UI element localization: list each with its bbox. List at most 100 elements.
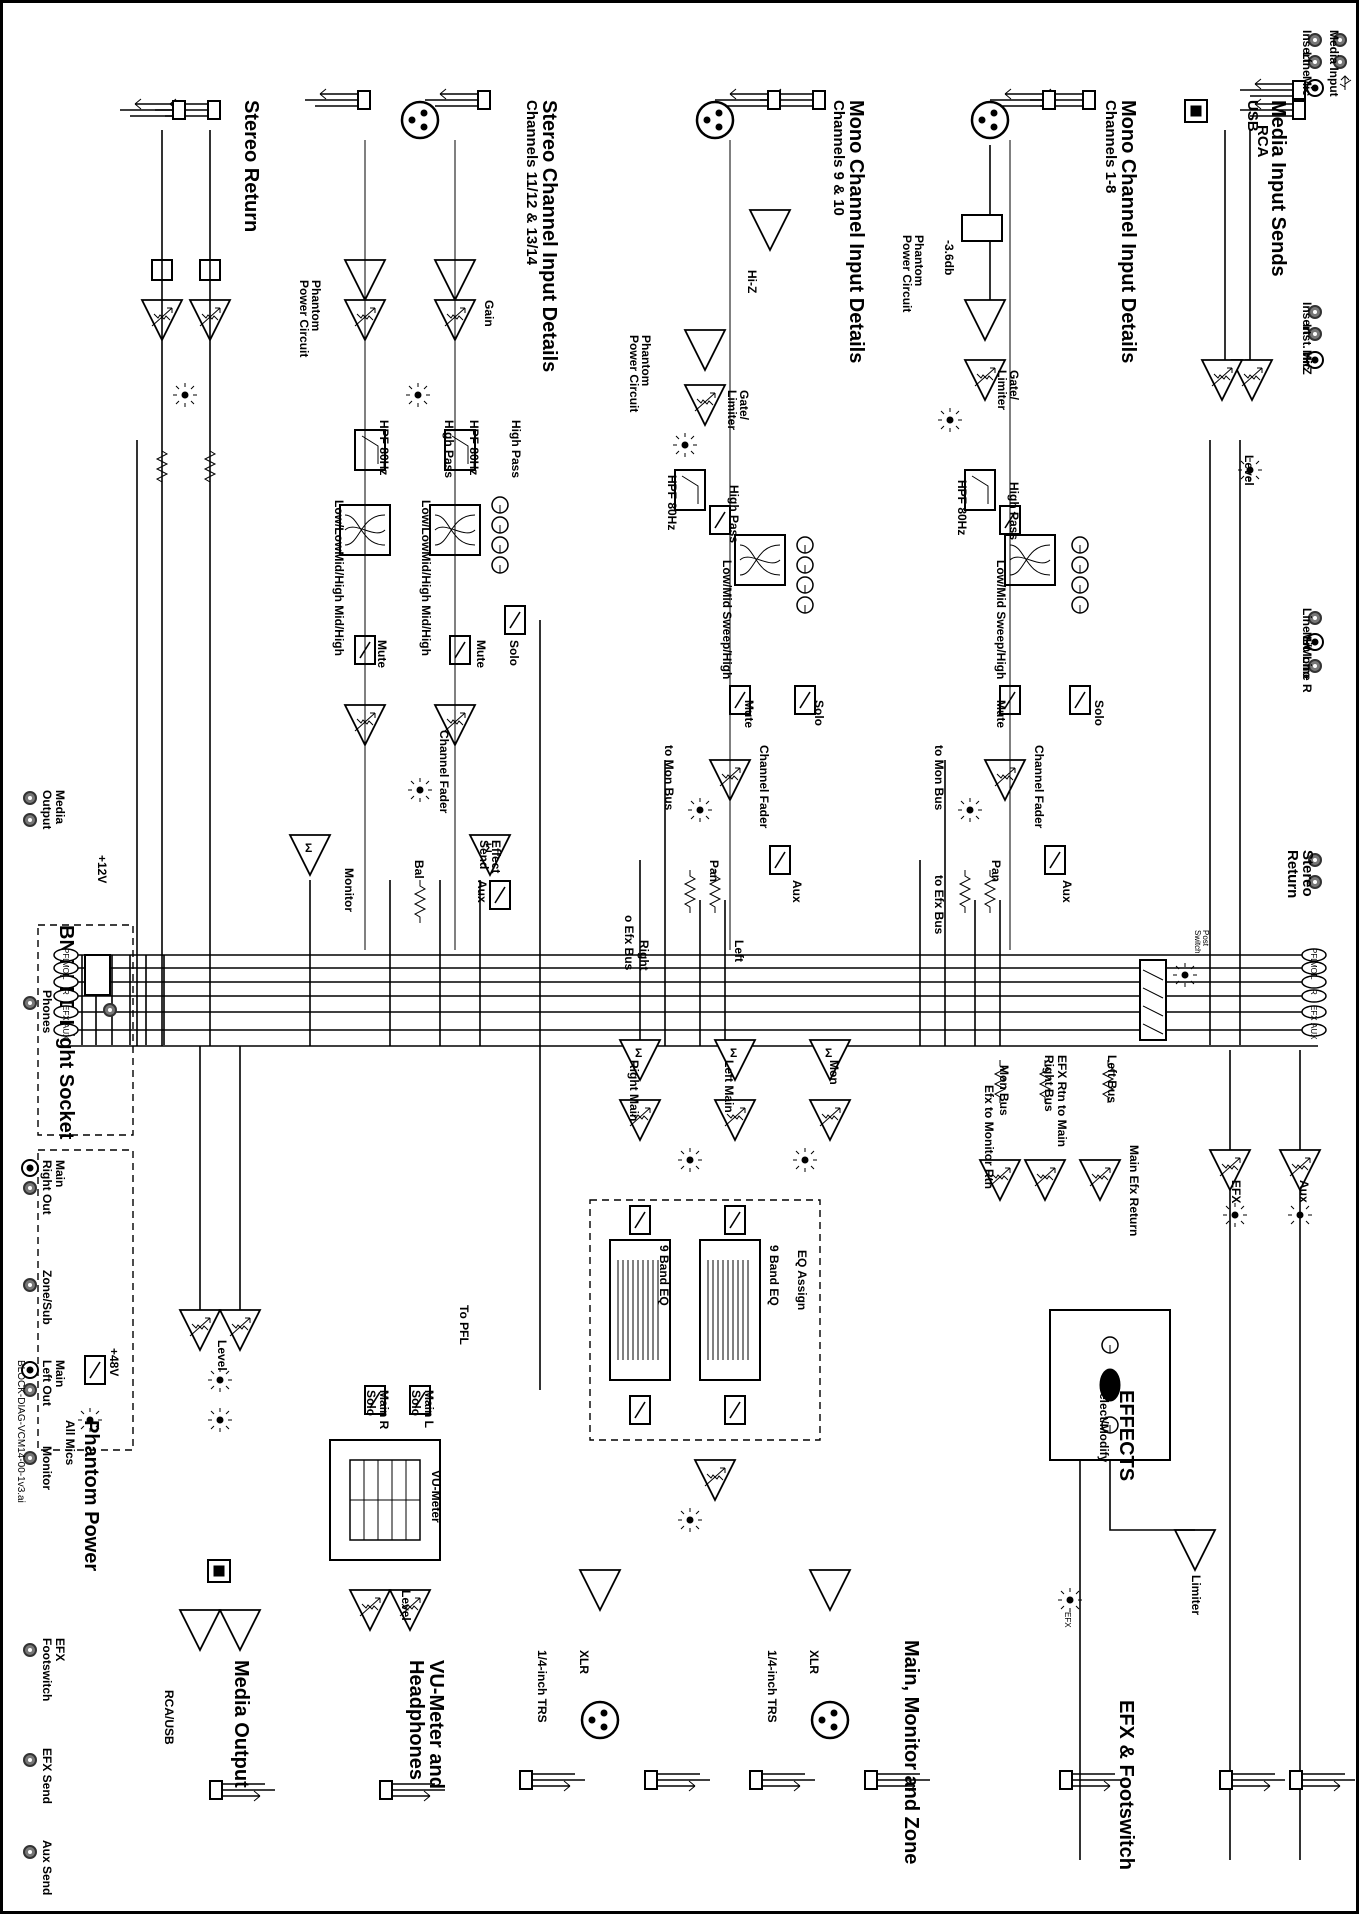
phantom-circuit-1-label-2: Power Circuit <box>900 235 914 312</box>
eq-2-knob-1 <box>796 536 814 554</box>
efx-send-connector-label: EFX Send <box>40 1748 54 1804</box>
channel-fader-1-label: Channel Fader <box>1032 745 1046 829</box>
mono-1-8-subtitle: Channels 1-8 <box>1102 100 1119 193</box>
bus-end-label-right-0: PFL <box>1309 948 1318 963</box>
bus-end-label-left-5: AUX <box>61 1023 70 1040</box>
rca-usb-label: RCA/USB <box>162 1690 176 1745</box>
solo-l-label: Solo <box>409 1390 423 1416</box>
media-out-amp-r <box>179 1309 221 1351</box>
xlr-left-out-amp <box>809 1569 851 1611</box>
right-bus-out-label: Right <box>637 940 651 971</box>
usb-icon <box>1339 75 1352 90</box>
line-1-connector-label: Line <box>1300 52 1314 77</box>
mon-bus-label: Mon Bus <box>997 1065 1011 1116</box>
bus-end-cap-right-0: PFL <box>1301 948 1327 963</box>
media-level-label: Level <box>1242 455 1256 486</box>
efx-rtn-left-amp <box>1079 1159 1121 1201</box>
nine-band-eq-1-box <box>699 1239 761 1381</box>
main-right-trs-jack <box>519 1770 586 1792</box>
connector-icons <box>21 33 1352 1859</box>
main-l-label: Main L <box>422 1390 436 1428</box>
section-titles: Media Input Sends Mono Channel Input Det… <box>55 100 1289 1870</box>
limiter-label: Limiter <box>1189 1575 1203 1615</box>
footer-code: BLOCK-DIAG-VCM14-00-1v3.ai <box>15 1360 26 1503</box>
bus-lines <box>60 954 1318 1047</box>
aux-2-switch <box>769 845 791 875</box>
main-left-out-connector-label: Main <box>53 1360 67 1387</box>
post-switch-led <box>1172 962 1198 988</box>
main-r-label: Main R <box>377 1390 391 1430</box>
signal-chains <box>37 78 1356 1860</box>
bus-end-label-right-4: EFX <box>1309 1005 1318 1021</box>
aux-3-label: Aux <box>475 880 489 903</box>
hpf-2-label: HPF 80Hz <box>665 475 679 530</box>
phantom-title: Phantom Power <box>80 1420 102 1571</box>
main-right-out-connector-label: Main <box>53 1160 67 1187</box>
bus-end-cap-left-0: PFL <box>53 948 79 963</box>
rca-label: RCA <box>1254 125 1271 158</box>
eq-2-knob-4 <box>796 596 814 614</box>
bus-end-label-left-2: L <box>61 975 70 980</box>
bus-end-cap-right-2: L <box>1301 975 1327 989</box>
eq-3-knob-3 <box>491 536 509 554</box>
eq-3-knob-2 <box>491 516 509 534</box>
bus-end-cap-left-4: EFX <box>53 1005 79 1021</box>
efx-footswitch-connector-label: EFX <box>53 1638 67 1661</box>
aux-2-label: Aux <box>790 880 804 903</box>
aux-master-label: Aux <box>1297 1180 1311 1203</box>
main-left-out-connector-label-2: Left Out <box>40 1360 54 1406</box>
trs-right-label: 1/4-inch TRS <box>535 1650 549 1723</box>
efx-footswitch-jack-icon <box>23 1643 37 1657</box>
channel-fader-2-label: Channel Fader <box>757 745 771 829</box>
effects-knob-1 <box>1101 1336 1119 1354</box>
left-bus-out-label: Left <box>732 940 746 962</box>
left-edge-labels: Aux Send EFX Send EFX Footswitch Monitor… <box>15 790 67 1895</box>
nine-band-eq-2-label: 9 Band EQ <box>657 1245 671 1306</box>
eq-assign-sw-4 <box>629 1395 651 1425</box>
mute-1-label: Mute <box>994 700 1008 728</box>
mono-9-10-title: Mono Channel Input Details <box>845 100 867 363</box>
media-out-usb-inner <box>213 1565 225 1577</box>
media-input-sends-title: Media Input Sends <box>1267 100 1289 277</box>
eq-1-knob-3 <box>1071 576 1089 594</box>
bal-res <box>414 879 426 924</box>
vu-headphones-title-2: Headphones <box>405 1660 427 1780</box>
stereo-return-led <box>172 382 198 408</box>
main-right-out-connector-label-2: Right Out <box>40 1160 54 1215</box>
solo-3-label: Solo <box>507 640 521 666</box>
bus-end-label-left-0: PFL <box>61 948 70 963</box>
select-modify-label: Select/Modify <box>1097 1385 1111 1463</box>
eq-3-knob-4 <box>491 556 509 574</box>
efx-footswitch-title: EFX & Footswitch <box>1115 1700 1137 1870</box>
channel-fader-1-led <box>957 797 983 823</box>
media-output-connector-label: Media <box>53 790 67 824</box>
zone-sub-amp <box>694 1459 736 1501</box>
aux-1-switch <box>1044 845 1066 875</box>
line-r-jack <box>304 88 371 110</box>
aux-3-switch <box>489 880 511 910</box>
main-left-xlr-jack <box>810 1700 850 1740</box>
monitor-connector-label: Monitor <box>40 1446 54 1490</box>
aux-send-connector-label: Aux Send <box>40 1840 54 1895</box>
media-output-jack-icon-2 <box>23 791 37 805</box>
eq-sweep-1-box <box>1004 534 1056 586</box>
solo-2-label: Solo <box>812 700 826 726</box>
to-mon-bus-1-label: to Mon Bus <box>932 745 946 811</box>
main-left-trs-jack <box>749 1770 816 1792</box>
bus-end-label-left-4: EFX <box>61 1005 70 1021</box>
solo-3-switch <box>504 605 526 635</box>
gate-limiter-1-label-2: Limiter <box>995 370 1009 410</box>
phantom-subtitle: All Mics <box>63 1420 77 1466</box>
mono1-preamp <box>964 299 1006 341</box>
mon-fader <box>809 1099 851 1141</box>
nine-band-eq-2-box <box>609 1239 671 1381</box>
eq-sweep-2-label: Low/Mid Sweep/High <box>720 560 734 679</box>
bnc-socket-icon <box>103 1003 117 1017</box>
aux-send-jack-icon <box>23 1845 37 1859</box>
media-input-connector-label: Media Input <box>1327 30 1341 97</box>
solo-r-label: Solo <box>364 1390 378 1416</box>
eq-1-knob-2 <box>1071 556 1089 574</box>
